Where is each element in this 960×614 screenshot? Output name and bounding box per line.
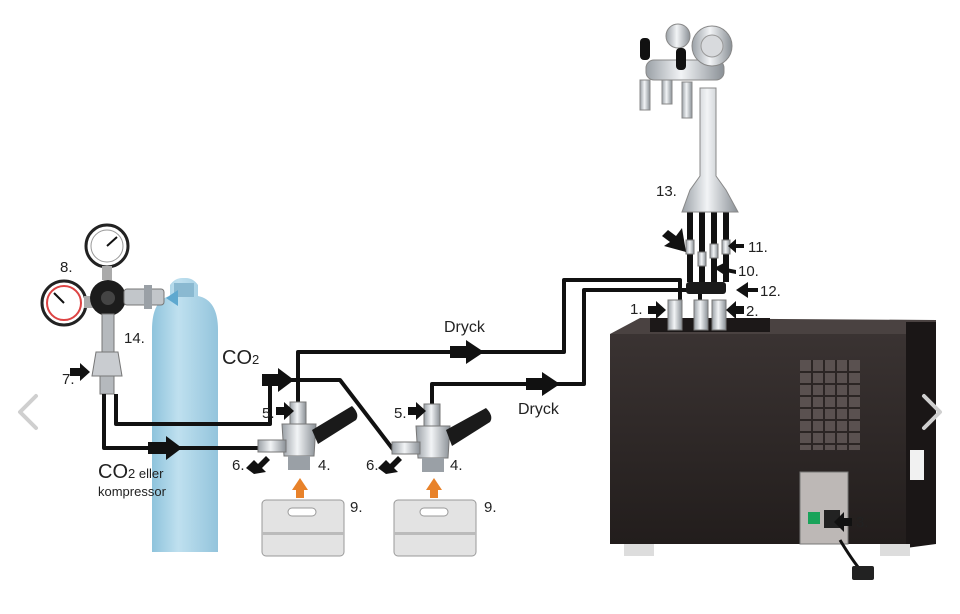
beer-cooler [610, 318, 936, 580]
chevron-left-icon [18, 394, 38, 430]
drink-label-lower: Dryck [518, 401, 560, 418]
pressure-regulator [40, 223, 165, 395]
power-plug [852, 566, 874, 580]
co2-label-main: CO [222, 347, 252, 369]
label-9b: 9. [484, 499, 497, 516]
label-11: 11. [748, 239, 768, 256]
co2-or-sub: 2 [128, 466, 135, 481]
label-3: 3. [856, 514, 869, 531]
keg [261, 499, 345, 557]
label-10: 10. [738, 263, 759, 280]
label-12: 12. [760, 283, 781, 300]
pointer-arrow [378, 456, 402, 474]
keg-coupler [257, 401, 358, 470]
co2-or-compressor-label: CO2 eller [98, 461, 164, 483]
label-7: 7. [62, 371, 75, 388]
co2-or-main: CO [98, 461, 128, 483]
co2-label: CO2 [222, 347, 259, 369]
connect-arrow [426, 478, 442, 498]
pointer-arrow [834, 512, 852, 532]
tap-tower [639, 23, 739, 213]
chevron-right-icon [922, 394, 942, 430]
label-5b: 5. [394, 405, 407, 422]
flow-arrow [526, 372, 560, 396]
flow-arrow [148, 436, 182, 460]
line-manifold [667, 282, 727, 331]
pointer-arrow [728, 239, 744, 253]
label-6b: 6. [366, 457, 379, 474]
connect-arrow [292, 478, 308, 498]
pointer-arrow [246, 456, 270, 474]
pointer-arrow [648, 301, 666, 319]
flow-arrow [262, 368, 294, 392]
co2-label-sub: 2 [252, 352, 259, 367]
label-8: 8. [60, 259, 73, 276]
keg-coupler [391, 403, 492, 472]
tap-handle [676, 48, 686, 70]
pointer-arrow [726, 301, 744, 319]
pointer-arrow [714, 262, 736, 276]
prev-button[interactable] [8, 386, 48, 442]
pointer-arrow [408, 402, 426, 420]
next-button[interactable] [912, 386, 952, 442]
co2-or-rest: eller [135, 466, 164, 481]
power-switch [808, 512, 820, 524]
label-5a: 5. [262, 405, 275, 422]
tap-medallion [665, 23, 691, 49]
compressor-label: kompressor [98, 484, 167, 499]
co2-flow-arrow [166, 290, 178, 306]
drink-label-upper: Dryck [444, 319, 486, 336]
gas-lines [102, 378, 397, 454]
pointer-arrow [70, 363, 90, 381]
label-4b: 4. [450, 457, 463, 474]
label-1: 1. [630, 301, 643, 318]
pointer-arrow [662, 228, 686, 252]
label-14: 14. [124, 330, 145, 347]
vent-grille [800, 360, 860, 450]
label-6a: 6. [232, 457, 245, 474]
label-13: 13. [656, 183, 677, 200]
pointer-arrow [736, 282, 758, 298]
keg [393, 499, 477, 557]
control-panel [799, 471, 849, 545]
tap-handle [640, 38, 650, 60]
label-9a: 9. [350, 499, 363, 516]
flow-arrow [450, 340, 484, 364]
pointer-arrow [276, 402, 294, 420]
label-4a: 4. [318, 457, 331, 474]
label-2: 2. [746, 303, 759, 320]
co2-cylinder [152, 278, 218, 552]
